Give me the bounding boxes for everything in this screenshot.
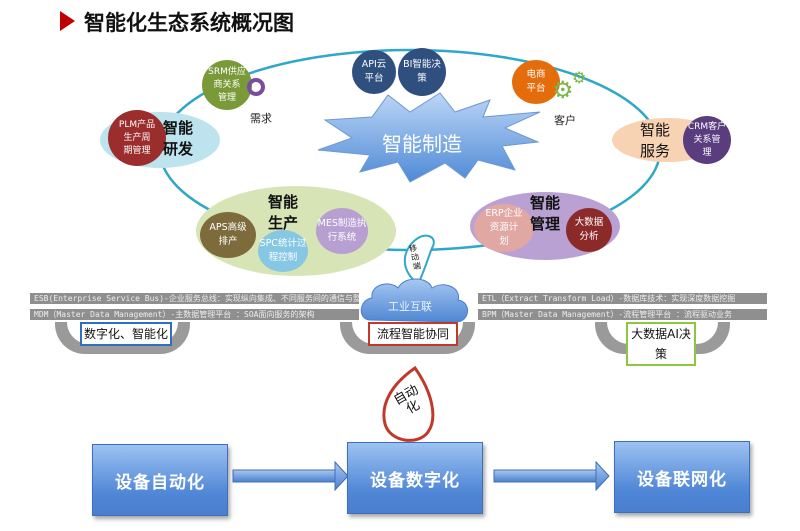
customer-label: 客户 [554,114,576,127]
bigdata-line1: 大数据 [574,217,604,228]
automation-drop-shape [382,365,435,442]
node-erp[interactable]: ERP企业资源计划 [474,204,534,252]
ecommerce-line1: 电商 [526,69,546,80]
bi-line2: 策 [417,73,427,84]
bi-line1: BI智能决 [403,59,441,70]
crm-line3: 理 [702,147,712,158]
flag-digital-intelligent: 数字化、智能化 [80,322,172,346]
api-line1: API云 [361,59,387,70]
stage-digitization[interactable]: 设备数字化 [347,442,483,514]
flag-bigdata-ai: 大数据AI决策 [626,322,696,366]
bar-esb: ESB(Enterprise Service Bus)-企业服务总线：实现纵向集… [30,293,359,304]
plm-line3: 期管理 [123,145,151,156]
stage-networking[interactable]: 设备联网化 [614,441,750,513]
stage-automation[interactable]: 设备自动化 [92,444,228,516]
ecommerce-line2: 平台 [526,83,546,94]
srm-line2: 商关系 [213,79,241,90]
small-gear-icon: ⚙ [572,68,587,87]
production-title: 智能生产 [268,193,299,232]
title-arrow-icon [60,11,75,31]
node-aps[interactable]: APS高级排产 [200,212,256,258]
erp-line2: 资源计 [489,222,519,233]
management-title: 智能管理 [530,194,561,233]
srm-line3: 管理 [217,92,236,103]
star-burst-shape [317,92,541,183]
erp-line3: 划 [499,236,509,247]
mes-line1: MES制造执 [317,218,367,229]
api-line2: 平台 [364,73,384,84]
node-crm[interactable]: CRM客户关系管理 [683,116,731,164]
bigdata-line2: 分析 [579,231,599,242]
node-srm[interactable]: SRM供应商关系管理 [202,60,252,110]
mes-line2: 行系统 [327,232,357,243]
target-icon [247,78,265,96]
bar-bpm: BPM（Master Data Management）-流程管理平台 ：流程驱动… [478,309,767,320]
bar-mdm: MDM（Master Data Management）-主数据管理平台 ：SOA… [30,309,359,320]
arrow-1 [232,460,349,492]
service-title: 智能服务 [640,121,671,160]
node-bigdata[interactable]: 大数据分析 [566,208,612,252]
cloud-label: 工业互联 [388,300,432,313]
page-title: 智能化生态系统概况图 [84,11,294,35]
research-title: 智能研发 [163,119,194,158]
erp-line1: ERP企业 [485,208,523,219]
arrow-2 [493,460,610,492]
center-label-smart-manufacturing: 智能制造 [382,132,462,156]
crm-line2: 关系管 [693,134,721,145]
spc-line2: 程控制 [268,252,298,263]
node-mes[interactable]: MES制造执行系统 [316,208,368,254]
aps-line1: APS高级 [209,222,247,233]
spc-line1: SPC统计过 [259,238,307,249]
srm-line1: SRM供应 [208,66,246,77]
mobile-drop-shape [403,234,435,286]
plm-line2: 生产周 [123,132,151,143]
demand-label: 需求 [250,112,272,125]
flag-process-collab: 流程智能协同 [368,322,458,346]
gear-icon: ⚙ [552,76,574,104]
bar-etl: ETL（Extract Transform Load）-数据库技术：实现深度数据… [478,293,767,304]
node-spc[interactable]: SPC统计过程控制 [258,230,308,272]
aps-line2: 排产 [218,236,238,247]
industrial-cloud-shape [360,278,468,323]
node-plm[interactable]: PLM产品生产周期管理 [108,110,166,166]
node-bi-decision[interactable]: BI智能决策 [398,48,446,96]
node-ecommerce[interactable]: 电商平台 [512,60,560,104]
node-api-cloud[interactable]: API云平台 [352,50,396,94]
plm-line1: PLM产品 [118,119,156,130]
crm-line1: CRM客户 [687,121,727,132]
